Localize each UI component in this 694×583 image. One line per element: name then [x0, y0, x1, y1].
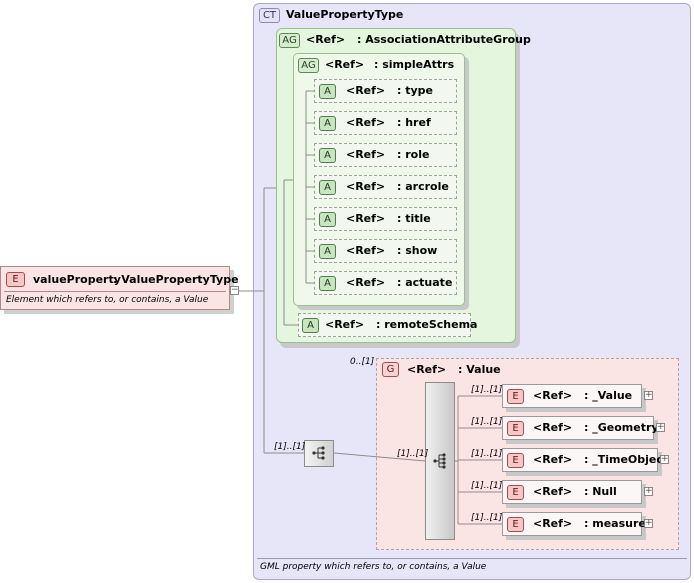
- simple-attrs-badge: AG: [298, 58, 319, 73]
- attribute-ref: <Ref>: [346, 84, 386, 97]
- element-badge: E: [507, 421, 524, 436]
- element-name: : Null: [584, 485, 617, 498]
- complex-type-doc: GML property which refers to, or contain…: [260, 562, 487, 572]
- sequence-icon: [312, 446, 325, 460]
- element-name: : measure: [584, 517, 646, 530]
- attribute-type[interactable]: [314, 79, 457, 103]
- attribute-arcrole[interactable]: [314, 175, 457, 199]
- attribute-name: : href: [397, 116, 431, 129]
- remote-schema-badge: A: [302, 318, 319, 333]
- element-occurrence: [1]..[1]: [471, 449, 503, 459]
- simple-attrs-name[interactable]: : simpleAttrs: [374, 58, 455, 71]
- root-element-badge: E: [6, 272, 25, 287]
- element-name: : _Value: [584, 389, 633, 402]
- element-ref: <Ref>: [533, 517, 573, 530]
- expand-toggle[interactable]: +: [644, 390, 653, 400]
- attribute-badge: A: [319, 276, 336, 291]
- assoc-group-ref: <Ref>: [306, 33, 346, 46]
- attribute-title[interactable]: [314, 207, 457, 231]
- attribute-role[interactable]: [314, 143, 457, 167]
- element-ref: <Ref>: [533, 421, 573, 434]
- attribute-href[interactable]: [314, 111, 457, 135]
- root-element-divider: [4, 291, 226, 292]
- choice-icon: [433, 453, 446, 469]
- attribute-name: : arcrole: [397, 180, 449, 193]
- element-badge: E: [507, 485, 524, 500]
- element-null[interactable]: [502, 480, 642, 504]
- assoc-group-name[interactable]: : AssociationAttributeGroup: [357, 33, 531, 46]
- element-occurrence: [1]..[1]: [471, 513, 503, 523]
- value-group-ref: <Ref>: [407, 363, 447, 376]
- attribute-ref: <Ref>: [346, 148, 386, 161]
- sequence-occurrence: [1]..[1]: [274, 442, 306, 452]
- element-badge: E: [507, 389, 524, 404]
- element-occurrence: [1]..[1]: [471, 385, 503, 395]
- value-group-name[interactable]: : Value: [458, 363, 501, 376]
- expand-toggle[interactable]: +: [644, 486, 653, 496]
- choice-occurrence: [1]..[1]: [397, 449, 429, 459]
- complex-type-divider: [257, 558, 687, 559]
- element-badge: E: [507, 453, 524, 468]
- attribute-name: : actuate: [397, 276, 453, 289]
- element-ref: <Ref>: [533, 389, 573, 402]
- attribute-ref: <Ref>: [346, 116, 386, 129]
- element-ref: <Ref>: [533, 453, 573, 466]
- element-name: : _TimeObject: [584, 453, 669, 466]
- attribute-name: : show: [397, 244, 438, 257]
- root-element-box[interactable]: [0, 266, 230, 310]
- remote-schema-ref: <Ref>: [325, 318, 365, 331]
- attribute-badge: A: [319, 212, 336, 227]
- complex-type-name[interactable]: ValuePropertyType: [286, 8, 404, 21]
- element-badge: E: [507, 517, 524, 532]
- root-collapse-toggle[interactable]: −: [230, 285, 239, 295]
- attribute-badge: A: [319, 148, 336, 163]
- value-group-badge: G: [382, 362, 399, 377]
- attribute-name: : title: [397, 212, 431, 225]
- attribute-badge: A: [319, 180, 336, 195]
- attribute-name: : role: [397, 148, 430, 161]
- attribute-badge: A: [319, 116, 336, 131]
- element-occurrence: [1]..[1]: [471, 481, 503, 491]
- root-element-name: valueProperty: [33, 273, 121, 286]
- root-element-doc: Element which refers to, or contains, a …: [6, 295, 209, 305]
- element-value[interactable]: [502, 384, 642, 408]
- attribute-ref: <Ref>: [346, 276, 386, 289]
- element-measure[interactable]: [502, 512, 642, 536]
- attribute-ref: <Ref>: [346, 244, 386, 257]
- assoc-group-badge: AG: [279, 33, 300, 48]
- element-geometry[interactable]: [502, 416, 654, 440]
- expand-toggle[interactable]: +: [660, 454, 669, 464]
- expand-toggle[interactable]: +: [656, 422, 665, 432]
- root-element-type: : ValuePropertyType: [113, 273, 239, 286]
- attribute-name: : type: [397, 84, 433, 97]
- remote-schema-box[interactable]: [298, 313, 471, 337]
- element-timeobject[interactable]: [502, 448, 658, 472]
- value-group-occurrence: 0..[1]: [350, 357, 375, 367]
- element-name: : _Geometry: [584, 421, 659, 434]
- attribute-actuate[interactable]: [314, 271, 457, 295]
- choice-compositor[interactable]: [425, 382, 455, 540]
- attribute-badge: A: [319, 84, 336, 99]
- element-ref: <Ref>: [533, 485, 573, 498]
- attribute-badge: A: [319, 244, 336, 259]
- remote-schema-name: : remoteSchema: [376, 318, 478, 331]
- attribute-show[interactable]: [314, 239, 457, 263]
- attribute-ref: <Ref>: [346, 212, 386, 225]
- element-occurrence: [1]..[1]: [471, 417, 503, 427]
- expand-toggle[interactable]: +: [644, 518, 653, 528]
- complex-type-badge: CT: [259, 8, 280, 23]
- simple-attrs-ref: <Ref>: [325, 58, 365, 71]
- attribute-ref: <Ref>: [346, 180, 386, 193]
